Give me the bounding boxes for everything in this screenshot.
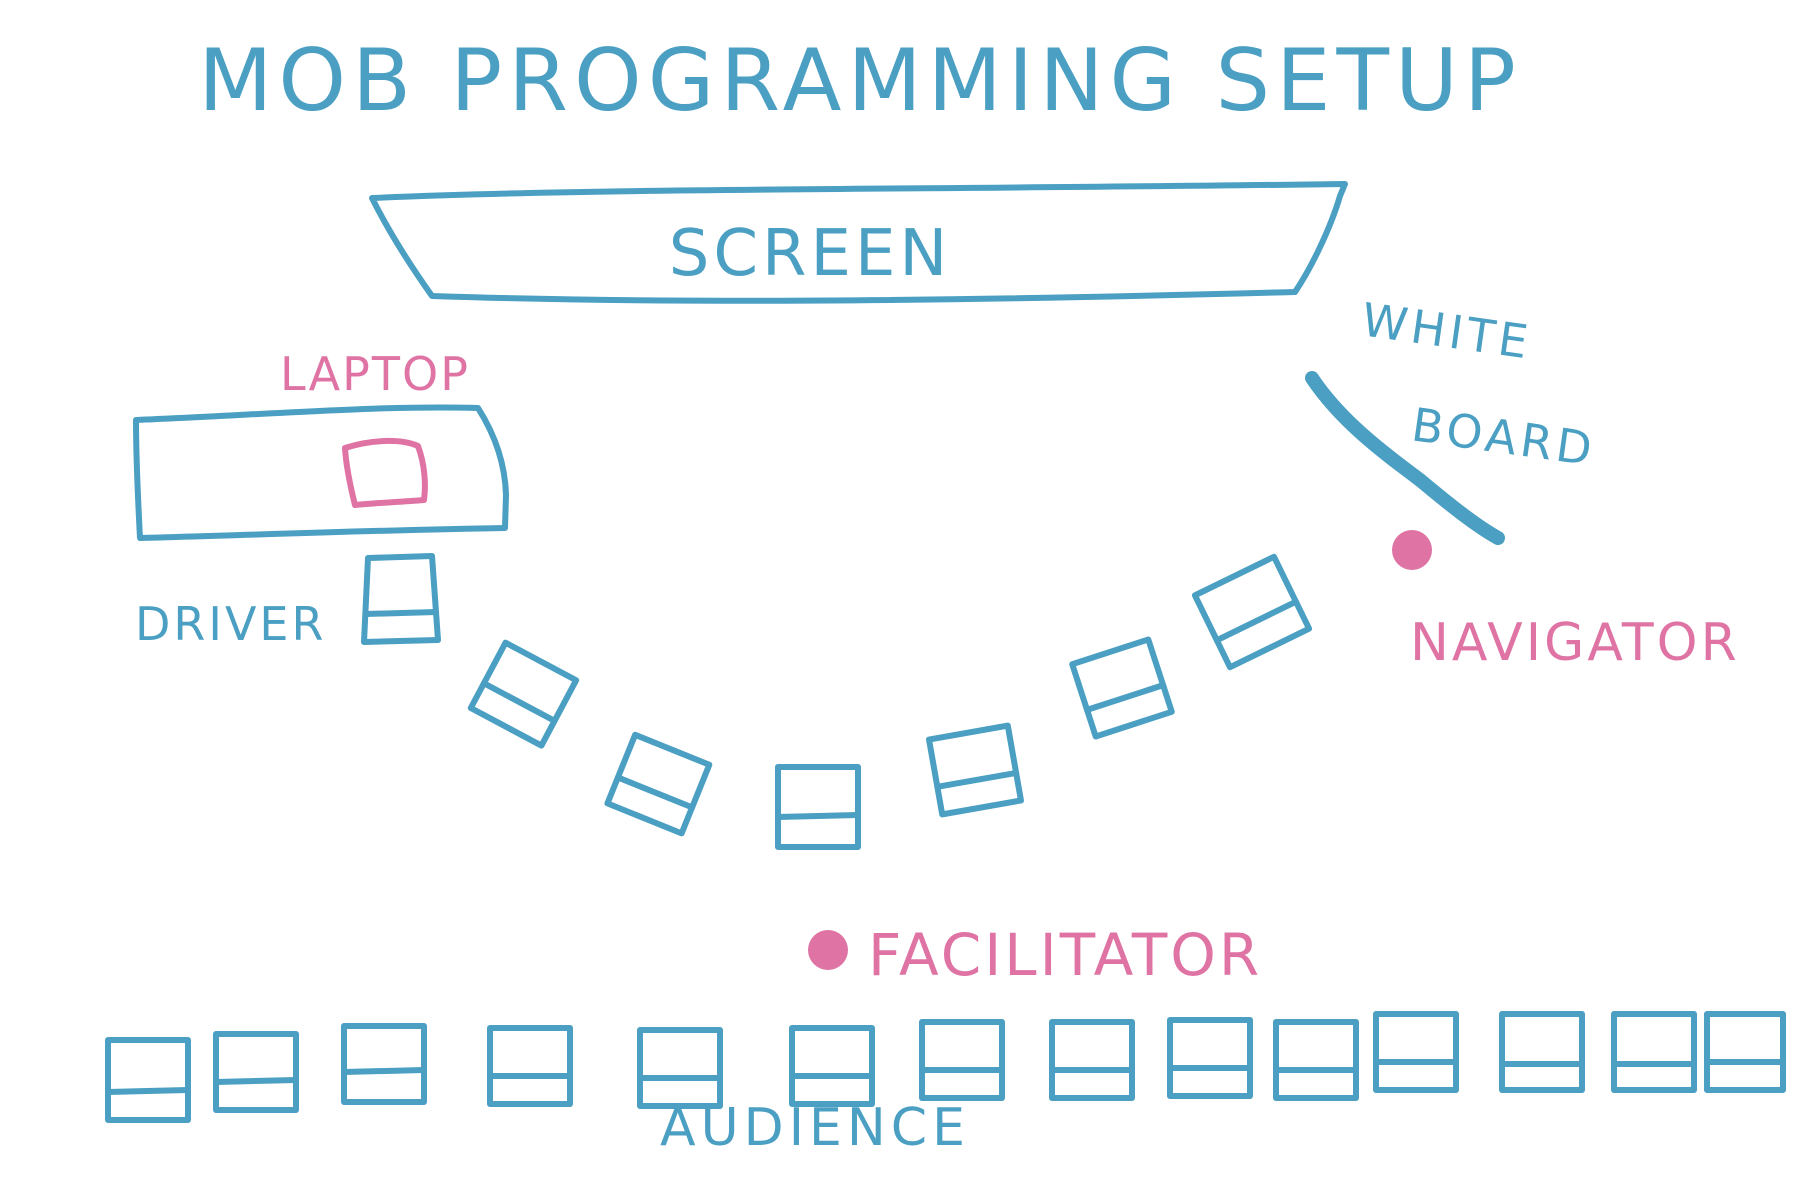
arc-chair bbox=[1191, 553, 1313, 671]
laptop-label: LAPTOP bbox=[280, 347, 470, 401]
arc-chair bbox=[775, 764, 861, 850]
audience-label: AUDIENCE bbox=[660, 1098, 970, 1158]
audience-chair bbox=[1167, 1017, 1253, 1099]
audience-chair bbox=[1373, 1011, 1459, 1093]
audience-chair bbox=[1611, 1011, 1697, 1093]
audience-chair bbox=[1499, 1011, 1585, 1093]
whiteboard-label: WHITE bbox=[1358, 292, 1535, 369]
facilitator-dot bbox=[808, 930, 848, 970]
audience-chair bbox=[1049, 1019, 1135, 1101]
arc-chair bbox=[926, 722, 1024, 818]
audience-chairs bbox=[105, 1011, 1786, 1123]
laptop-icon bbox=[342, 437, 428, 508]
screen-label: SCREEN bbox=[669, 217, 952, 291]
navigator-dot bbox=[1392, 530, 1432, 570]
audience-chair bbox=[789, 1025, 875, 1107]
audience-chair bbox=[105, 1037, 191, 1123]
audience-chair bbox=[341, 1023, 427, 1105]
arc-chair bbox=[1069, 636, 1175, 740]
driver-table bbox=[133, 404, 509, 541]
audience-chair bbox=[1704, 1011, 1786, 1093]
facilitator-label: FACILITATOR bbox=[868, 921, 1262, 989]
audience-chair bbox=[213, 1031, 299, 1113]
driver-label: DRIVER bbox=[135, 597, 326, 651]
arc-chair bbox=[467, 639, 580, 749]
chair-driver bbox=[361, 553, 441, 645]
audience-chair bbox=[1273, 1019, 1359, 1101]
whiteboard-label-2: BOARD bbox=[1408, 397, 1599, 476]
audience-chair bbox=[919, 1019, 1005, 1101]
arc-chairs bbox=[361, 553, 1313, 850]
page-title: MOB PROGRAMMING SETUP bbox=[198, 31, 1522, 131]
audience-chair bbox=[487, 1025, 573, 1107]
navigator-label: NAVIGATOR bbox=[1410, 613, 1740, 673]
screen: SCREEN bbox=[369, 181, 1348, 304]
whiteboard: WHITE BOARD bbox=[1305, 292, 1599, 545]
audience-chair bbox=[637, 1027, 723, 1109]
arc-chair bbox=[604, 731, 713, 837]
